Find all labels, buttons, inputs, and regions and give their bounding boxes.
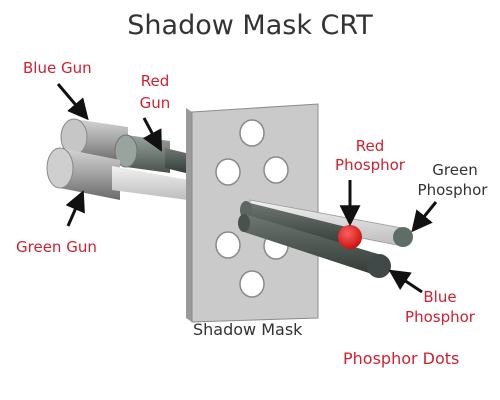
phosphor-dots-label: Phosphor Dots — [343, 349, 460, 368]
red-gun-label-line2: Gun — [139, 94, 171, 112]
shadow-mask-label: Shadow Mask — [193, 320, 303, 339]
green-gun-nozzle — [112, 166, 188, 200]
green-gun-label: Green Gun — [16, 238, 97, 256]
mask-hole — [239, 119, 265, 147]
arrow-green-gun — [65, 190, 85, 227]
arrow-green-phosphor — [411, 201, 438, 233]
green-phosphor-dot — [393, 227, 413, 247]
red-phosphor-label-line2: Phosphor — [335, 156, 405, 174]
diagram-title: Shadow Mask CRT — [127, 10, 373, 41]
blue-gun-nozzle — [165, 148, 190, 174]
mask-hole — [239, 270, 265, 298]
blue-beam — [238, 214, 378, 276]
red-gun-label-line1: Red — [140, 72, 170, 90]
red-phosphor-dot — [338, 225, 362, 249]
mask-hole — [215, 158, 241, 186]
blue-phosphor-label-line1: Blue — [423, 288, 457, 306]
arrow-blue-phosphor — [388, 269, 423, 294]
blue-phosphor-dot — [367, 254, 391, 278]
blue-gun-label: Blue Gun — [23, 59, 92, 77]
green-phosphor-label-line1: Green — [432, 161, 478, 179]
mask-hole — [215, 231, 241, 259]
arrow-blue-gun — [56, 83, 89, 121]
green-phosphor-label-line2: Phosphor — [417, 181, 488, 199]
green-gun — [46, 147, 120, 200]
mask-hole — [263, 156, 289, 184]
blue-gun — [60, 118, 128, 163]
red-gun — [114, 134, 170, 173]
arrow-red-gun — [142, 117, 162, 152]
blue-phosphor-label-line2: Phosphor — [405, 308, 475, 326]
red-phosphor-label-line1: Red — [355, 137, 385, 155]
